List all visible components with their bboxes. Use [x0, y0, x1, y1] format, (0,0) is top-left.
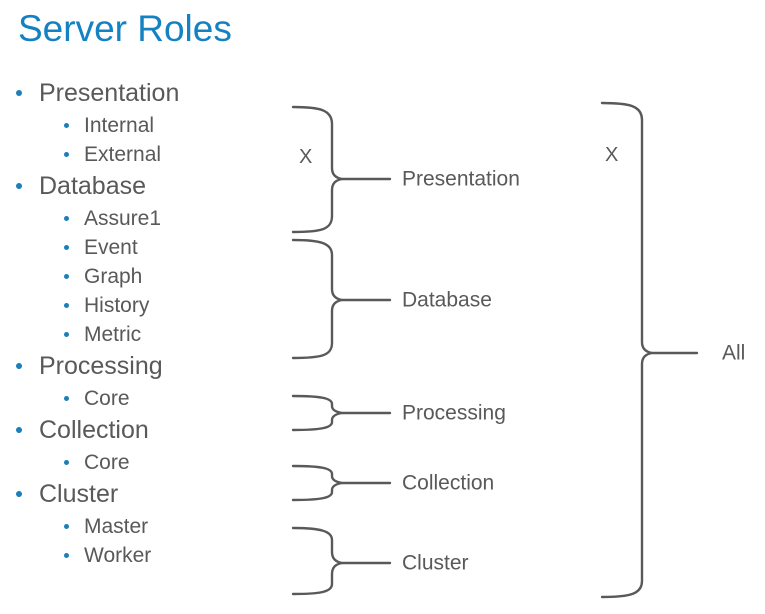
- brace-collection: [291, 464, 344, 502]
- list-item-label: Core: [84, 451, 130, 474]
- list-item-label: Event: [84, 236, 138, 259]
- list-item-label: Metric: [84, 323, 142, 346]
- list-item-label: Cluster: [39, 480, 119, 508]
- list-item-label: Database: [39, 172, 147, 200]
- list-item-label: Internal: [84, 114, 155, 137]
- bullet-icon: [64, 123, 69, 128]
- list-item-label: Worker: [84, 544, 152, 567]
- brace-label-database: Database: [402, 288, 492, 312]
- bullet-icon: [16, 363, 22, 369]
- outline-list: Presentation Internal External Database …: [0, 78, 280, 572]
- list-item[interactable]: External: [0, 142, 280, 171]
- list-item[interactable]: Collection: [0, 415, 280, 450]
- list-item[interactable]: Processing: [0, 351, 280, 386]
- list-item[interactable]: Assure1: [0, 206, 280, 235]
- list-item[interactable]: Presentation: [0, 78, 280, 113]
- bullet-icon: [64, 274, 69, 279]
- bullet-icon: [16, 90, 22, 96]
- page-title: Server Roles: [18, 8, 232, 49]
- bullet-icon: [64, 245, 69, 250]
- brace-cluster: [291, 526, 344, 596]
- brace-label-all: All: [722, 341, 746, 365]
- bullet-icon: [16, 491, 22, 497]
- bullet-icon: [64, 553, 69, 558]
- brace-label-processing: Processing: [402, 401, 506, 425]
- list-item[interactable]: Master: [0, 514, 280, 543]
- bullet-icon: [64, 524, 69, 529]
- list-item[interactable]: Internal: [0, 113, 280, 142]
- bullet-icon: [64, 216, 69, 221]
- list-item-label: Processing: [39, 352, 163, 380]
- list-item-label: Collection: [39, 416, 149, 444]
- list-item[interactable]: Cluster: [0, 479, 280, 514]
- list-item-label: Assure1: [84, 207, 162, 230]
- brace-presentation: [291, 105, 344, 234]
- brace-label-cluster: Cluster: [402, 551, 469, 575]
- list-item[interactable]: Database: [0, 171, 280, 206]
- brace-label-collection: Collection: [402, 471, 495, 495]
- bullet-icon: [16, 427, 22, 433]
- list-item[interactable]: Metric: [0, 322, 280, 351]
- bullet-icon: [16, 183, 22, 189]
- bullet-icon: [64, 460, 69, 465]
- multiplier-label-right: X: [605, 144, 619, 166]
- list-item[interactable]: Event: [0, 235, 280, 264]
- list-item-label: Master: [84, 515, 149, 538]
- list-item[interactable]: Worker: [0, 543, 280, 572]
- list-item[interactable]: Graph: [0, 264, 280, 293]
- brace-label-presentation: Presentation: [402, 167, 520, 191]
- brace-all: [600, 101, 654, 599]
- list-item[interactable]: Core: [0, 450, 280, 479]
- list-item[interactable]: History: [0, 293, 280, 322]
- list-item-label: External: [84, 143, 162, 166]
- bullet-icon: [64, 303, 69, 308]
- list-item-label: Graph: [84, 265, 143, 288]
- bullet-icon: [64, 332, 69, 337]
- multiplier-label-left: X: [299, 146, 313, 168]
- list-item-label: History: [84, 294, 150, 317]
- list-item[interactable]: Core: [0, 386, 280, 415]
- list-item-label: Core: [84, 387, 130, 410]
- bullet-icon: [64, 152, 69, 157]
- brace-database: [291, 238, 344, 360]
- list-item-label: Presentation: [39, 79, 180, 107]
- bullet-icon: [64, 396, 69, 401]
- brace-processing: [291, 394, 344, 432]
